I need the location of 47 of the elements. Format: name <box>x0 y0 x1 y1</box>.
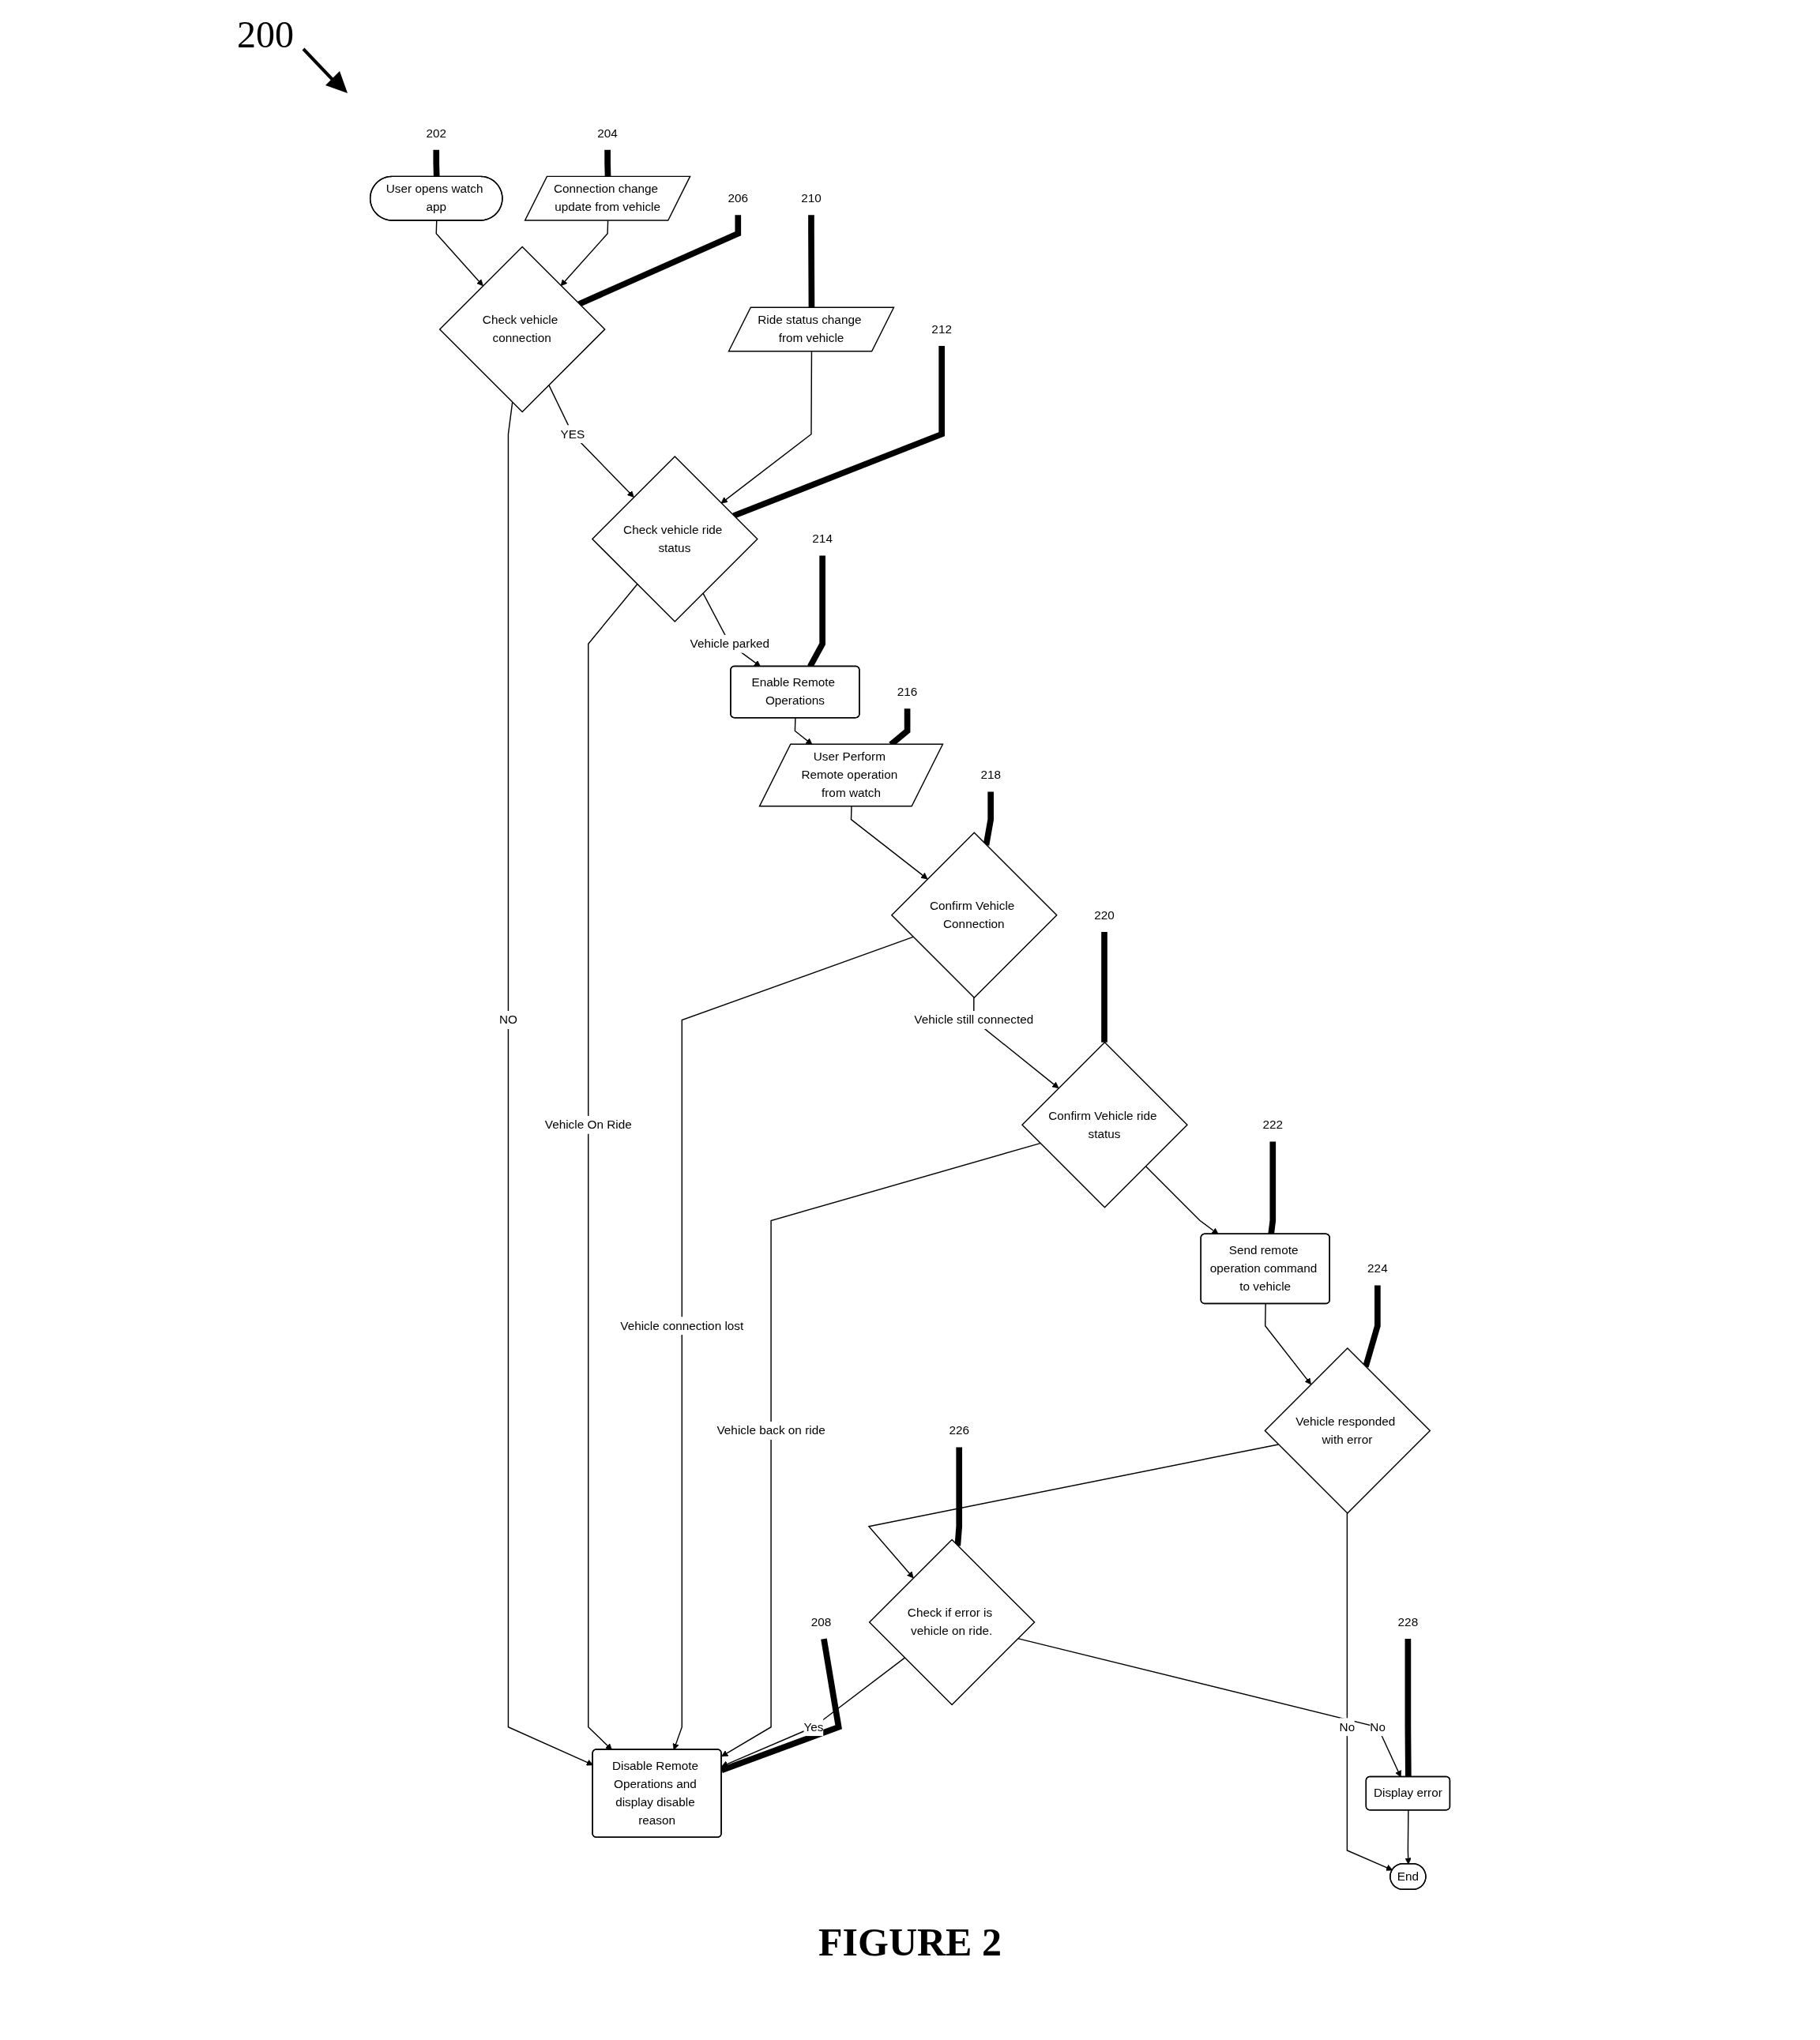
node-text: 222 <box>1262 1118 1284 1131</box>
connector <box>1101 931 1107 1043</box>
edge-label: Vehicle parked <box>690 637 770 650</box>
reference-numeral: 200 <box>237 16 294 54</box>
node-text: 228 <box>1397 1615 1419 1629</box>
connector <box>433 149 440 177</box>
node-diamond: Vehicle responded with error <box>1264 1347 1431 1514</box>
arrow <box>867 1444 1279 1579</box>
edge-label: Vehicle On Ride <box>544 1118 632 1131</box>
node-text: 212 <box>931 322 952 336</box>
arrow <box>1404 1809 1412 1865</box>
figure-caption: FIGURE 2 <box>818 1920 1002 1964</box>
edge-label: YES <box>560 427 585 441</box>
arrow <box>435 220 483 287</box>
node-text: 220 <box>1094 908 1115 922</box>
node-text: 216 <box>897 685 918 698</box>
node-diamond: Check if error is vehicle on ride. <box>868 1538 1036 1706</box>
edge-label: Yes <box>803 1720 824 1734</box>
edge-label: Vehicle back on ride <box>716 1423 825 1437</box>
edge-label: Vehicle still connected <box>914 1012 1034 1027</box>
node-text: 208 <box>810 1615 832 1629</box>
connector <box>604 149 611 177</box>
arrow <box>560 220 609 287</box>
arrow <box>850 806 928 880</box>
arrow <box>1145 1165 1219 1235</box>
node-text: 210 <box>801 191 822 205</box>
arrow <box>720 351 813 504</box>
edge-label: Vehicle connection lost <box>620 1319 744 1332</box>
arrow <box>721 1657 905 1768</box>
node-diamond: Check vehicle connection <box>438 246 606 413</box>
arrow <box>587 584 638 1750</box>
edge-label: No <box>1339 1720 1356 1734</box>
arrow <box>1264 1303 1311 1385</box>
node-text: 206 <box>728 191 749 205</box>
edge-label: NO <box>498 1012 517 1027</box>
node-diamond: Confirm Vehicle ride status <box>1021 1041 1188 1208</box>
node-diamond: Check vehicle ride status <box>591 456 758 622</box>
arrow <box>1346 1512 1393 1871</box>
node-diamond: Confirm Vehicle Connection <box>890 832 1058 999</box>
node-text: 226 <box>949 1423 969 1437</box>
node-text: 218 <box>980 768 1001 782</box>
edge-label: No <box>1370 1720 1386 1734</box>
arrow <box>672 936 914 1750</box>
node-text: 214 <box>812 532 833 546</box>
node-text: 204 <box>597 126 618 140</box>
node-text: 202 <box>426 126 447 140</box>
node-text: 224 <box>1367 1261 1388 1275</box>
